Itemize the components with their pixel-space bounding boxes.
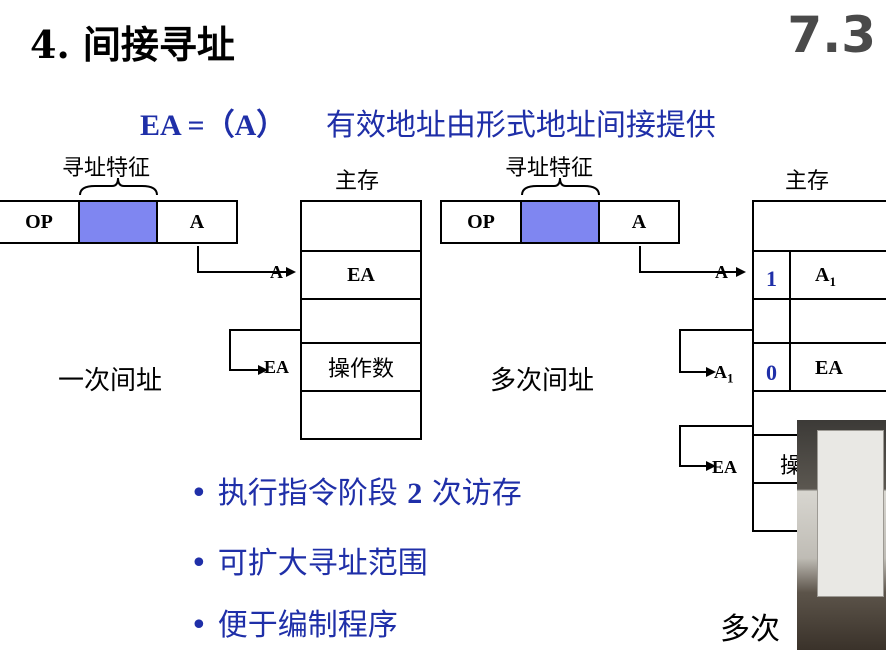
left-addr-a: A [270, 262, 283, 282]
left-memory-cell-operand: 操作数 [300, 342, 422, 392]
right-bit-divider [789, 250, 791, 392]
left-feature-label: 寻址特征 [62, 156, 151, 181]
left-memory-cell-5 [300, 390, 422, 440]
section-number: 7.3 [787, 6, 876, 64]
right-memory-cell-ea [752, 342, 886, 392]
right-memory-cell-1 [752, 200, 886, 252]
left-caption: 一次间址 [58, 366, 163, 396]
left-memory-cell-3 [300, 298, 422, 344]
right-memory-cell-3 [752, 298, 886, 344]
bullet-1: •执行指令阶段 2 次访存 [190, 476, 522, 511]
right-memory-label: 主存 [785, 169, 830, 194]
right-instr-op: OP [440, 200, 522, 244]
left-instr-op: OP [0, 200, 80, 244]
bullet-2: •可扩大寻址范围 [190, 546, 428, 581]
left-memory-label: 主存 [335, 169, 380, 194]
bullet-3: •便于编制程序 [190, 608, 398, 643]
left-addr-ea: EA [264, 357, 290, 377]
right-cell-a1: A1 [815, 264, 836, 289]
left-instr-a: A [156, 200, 238, 244]
right-addr-a1: A1 [714, 362, 734, 386]
right-bit-0: 0 [766, 360, 777, 385]
bottom-right-partial-caption: 多次 [720, 612, 780, 647]
left-instr-feature [78, 200, 158, 244]
right-cell-ea: EA [815, 357, 843, 379]
right-instr-feature [520, 200, 600, 244]
right-caption: 多次间址 [490, 366, 595, 396]
webcam-overlay [797, 420, 886, 650]
webcam-background-panel [817, 430, 884, 597]
formula: EA =（A） 有效地址由形式地址间接提供 [140, 100, 716, 144]
formula-description: 有效地址由形式地址间接提供 [325, 108, 716, 143]
right-addr-ea: EA [712, 457, 738, 477]
right-feature-label: 寻址特征 [505, 156, 594, 181]
left-memory-cell-1 [300, 200, 422, 252]
right-bit-1: 1 [766, 266, 777, 291]
right-cell-operand-partial: 操 [780, 454, 803, 479]
right-instr-a: A [598, 200, 680, 244]
left-memory-cell-ea: EA [300, 250, 422, 300]
formula-equation: EA =（A） [140, 109, 287, 142]
right-addr-a: A [715, 262, 728, 282]
page-title: 4. 间接寻址 [30, 22, 235, 67]
